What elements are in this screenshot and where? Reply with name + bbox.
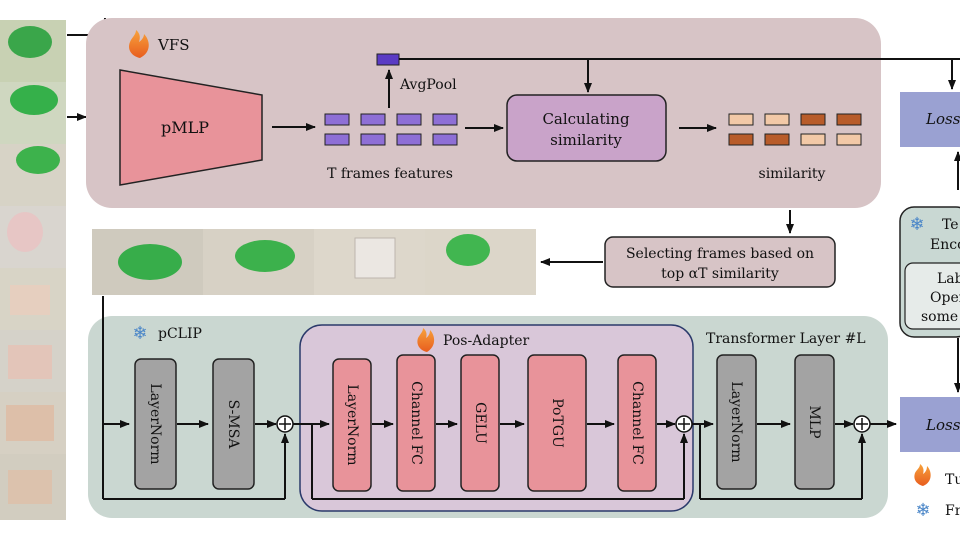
calc-line2: similarity (550, 131, 622, 149)
potgu-block (527, 354, 587, 492)
text-encoder-line1: Te (942, 217, 959, 233)
loss-top-label: Loss (925, 110, 960, 128)
gelu-block (460, 354, 500, 492)
similarity-scores-grid (728, 113, 862, 146)
legend-frozen-label: Fr (945, 503, 960, 519)
label-line2: Oper (930, 290, 960, 306)
selecting-frames-box (604, 236, 836, 288)
channel-fc-block-2 (617, 354, 657, 492)
smsa-block (212, 358, 255, 490)
smsa-label: S-MSA (225, 400, 241, 450)
avgpool-feature (376, 53, 400, 66)
layernorm2-label: LayerNorm (728, 381, 744, 462)
legend: Tu ❄ Fr (914, 464, 960, 521)
transformer-layer-label: Transformer Layer #L (706, 331, 866, 347)
fire-icon (914, 464, 931, 486)
loss-box-bottom (900, 397, 960, 452)
label-text-box (904, 262, 960, 330)
mlp-block (794, 354, 835, 490)
selecting-line2: top αT similarity (661, 266, 779, 282)
layernorm-block-1 (134, 358, 177, 490)
potgu-label: PoTGU (549, 398, 565, 448)
residual-add-3 (853, 415, 871, 433)
calc-line1: Calculating (542, 110, 630, 128)
fire-icon (417, 328, 435, 352)
layernorm1-label: LayerNorm (147, 383, 163, 464)
selected-frames-strip (92, 229, 536, 295)
legend-tuned-label: Tu (945, 472, 960, 488)
pclip-title: pCLIP (158, 326, 202, 342)
selecting-line1: Selecting frames based on (626, 246, 814, 262)
pmlp-label: pMLP (161, 118, 209, 137)
layernorm-block-2 (716, 354, 757, 490)
residual-add-1 (276, 415, 294, 433)
label-line3: some (921, 309, 958, 325)
fire-icon (129, 30, 149, 58)
avgpool-label: AvgPool (399, 77, 457, 93)
pos-adapter-title: Pos-Adapter (443, 333, 529, 349)
mlp-label: MLP (806, 405, 822, 438)
similarity-caption: similarity (759, 166, 826, 182)
gelu-label: GELU (472, 402, 488, 444)
pmlp-block (119, 69, 263, 186)
snowflake-icon: ❄ (915, 500, 930, 521)
frame-features-grid (324, 113, 458, 146)
frames-features-caption: T frames features (327, 166, 453, 182)
calculating-similarity-box (506, 94, 667, 162)
pa-layernorm-block (332, 358, 372, 492)
channel-fc2-label: Channel FC (629, 381, 645, 465)
pa-layernorm-label: LayerNorm (344, 384, 360, 465)
input-video-frames (0, 20, 66, 520)
vfs-panel (86, 18, 881, 208)
vfs-title: VFS (157, 36, 190, 54)
loss-bottom-label: Loss (925, 416, 960, 434)
snowflake-icon: ❄ (132, 323, 147, 344)
residual-add-2 (675, 415, 693, 433)
channel-fc1-label: Channel FC (408, 381, 424, 465)
text-encoder-line2: Enco (930, 237, 960, 253)
channel-fc-block-1 (396, 354, 436, 492)
snowflake-icon: ❄ (909, 214, 924, 235)
label-line1: Lab (937, 271, 960, 287)
loss-box-top (900, 92, 960, 147)
